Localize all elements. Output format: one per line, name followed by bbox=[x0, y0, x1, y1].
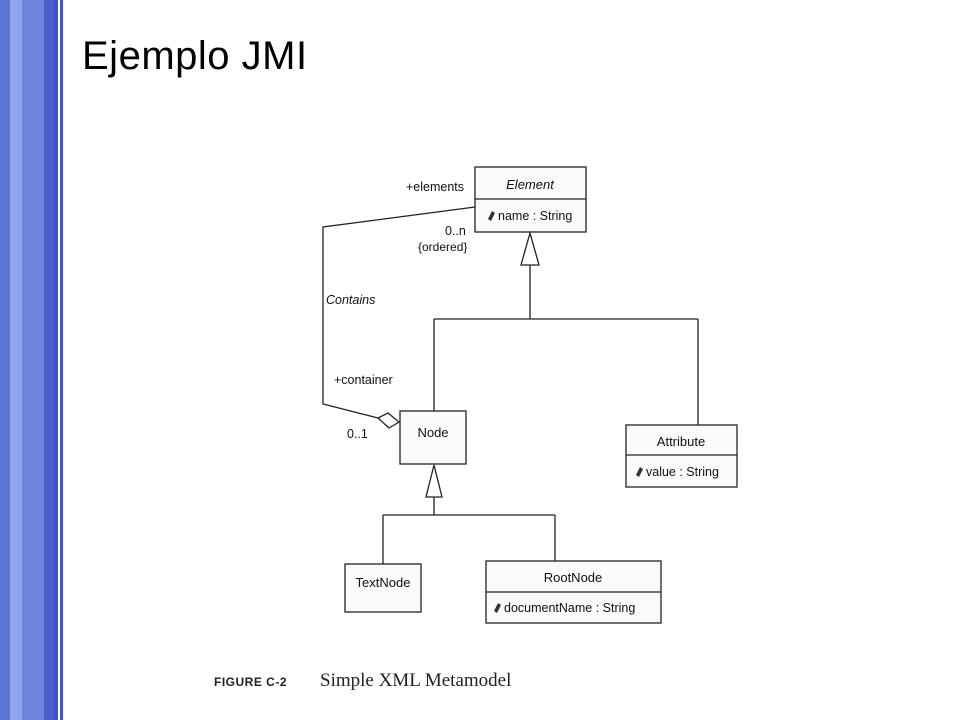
role-elements: +elements bbox=[406, 180, 464, 194]
multiplicity-container: 0..1 bbox=[347, 427, 368, 441]
class-element-attribute: name : String bbox=[498, 209, 572, 223]
role-container: +container bbox=[334, 373, 393, 387]
constraint-ordered: {ordered} bbox=[418, 240, 467, 254]
generalization-element bbox=[433, 230, 699, 425]
figure-number: FIGURE C-2 bbox=[214, 675, 288, 689]
figure-title: Simple XML Metamodel bbox=[320, 670, 512, 691]
class-attribute: Attribute value : String bbox=[625, 424, 738, 488]
class-textnode-name: TextNode bbox=[356, 575, 411, 590]
class-attribute-name: Attribute bbox=[657, 434, 705, 449]
association-contains bbox=[322, 206, 476, 429]
decorative-side-band bbox=[0, 0, 66, 720]
class-node-name: Node bbox=[417, 425, 448, 440]
association-name: Contains bbox=[326, 293, 375, 307]
class-rootnode-attribute: documentName : String bbox=[504, 601, 635, 615]
class-attribute-attribute: value : String bbox=[646, 465, 719, 479]
class-rootnode-name: RootNode bbox=[544, 570, 603, 585]
class-textnode: TextNode bbox=[344, 563, 422, 613]
multiplicity-elements: 0..n bbox=[445, 224, 466, 238]
class-element-name: Element bbox=[506, 177, 555, 192]
generalization-node bbox=[382, 464, 556, 564]
slide-title: Ejemplo JMI bbox=[82, 34, 308, 78]
class-rootnode: RootNode documentName : String bbox=[485, 560, 662, 624]
aggregation-diamond bbox=[376, 412, 401, 429]
class-node: Node bbox=[399, 410, 467, 465]
class-element: Element name : String bbox=[474, 166, 587, 233]
